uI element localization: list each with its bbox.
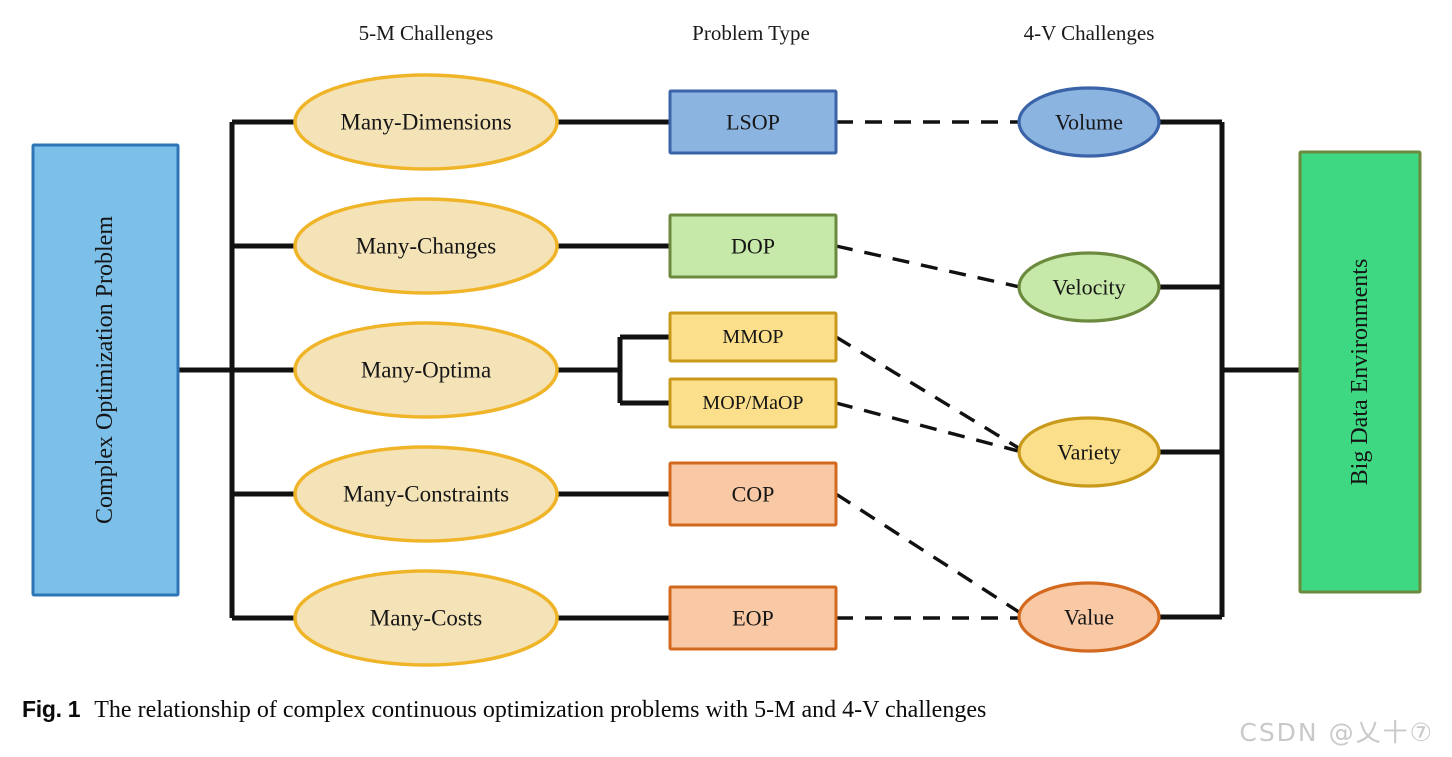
node-label: EOP — [732, 606, 774, 631]
node-label: Many-Constraints — [343, 482, 509, 507]
node-many-optima[interactable]: Many-Optima — [293, 321, 559, 419]
node-mmop[interactable]: MMOP — [668, 311, 838, 363]
ellipse-shape — [1017, 86, 1161, 158]
figure-number: Fig. 1 — [22, 696, 81, 722]
column-header-problem-type: Problem Type — [692, 21, 810, 45]
column-header-4v: 4-V Challenges — [1024, 21, 1155, 45]
ellipse-shape — [293, 445, 559, 543]
sink-node-shape — [1298, 150, 1422, 594]
ellipse-shape — [1017, 416, 1161, 488]
node-dop[interactable]: DOP — [668, 213, 838, 279]
node-label: MMOP — [722, 326, 783, 348]
node-label: Many-Costs — [370, 606, 483, 631]
node-many-constraints[interactable]: Many-Constraints — [293, 445, 559, 543]
node-label: Volume — [1055, 110, 1123, 135]
node-label: DOP — [731, 234, 775, 259]
box-shape — [668, 585, 838, 651]
relationship-diagram: 5-M Challenges Problem Type 4-V Challeng… — [31, 21, 1422, 667]
node-label: Many-Dimensions — [340, 110, 511, 135]
ellipse-shape — [293, 569, 559, 667]
node-mop-maop[interactable]: MOP/MaOP — [668, 377, 838, 429]
node-many-costs[interactable]: Many-Costs — [293, 569, 559, 667]
node-lsop[interactable]: LSOP — [668, 89, 838, 155]
node-many-changes[interactable]: Many-Changes — [293, 197, 559, 295]
node-label: Variety — [1057, 440, 1121, 465]
node-label: LSOP — [726, 110, 780, 135]
node-label: COP — [732, 482, 775, 507]
left-bracket-connectors — [178, 119, 300, 621]
dashed-link-mop-maop-to-variety — [835, 401, 1023, 454]
node-cop[interactable]: COP — [668, 461, 838, 527]
figure-caption-text: The relationship of complex continuous o… — [94, 697, 987, 723]
ellipse-shape — [293, 197, 559, 295]
ellipse-shape — [1017, 251, 1161, 323]
node-many-dimensions[interactable]: Many-Dimensions — [293, 73, 559, 171]
node-eop[interactable]: EOP — [668, 585, 838, 651]
node-label: Many-Optima — [361, 358, 491, 383]
middle-connectors — [552, 119, 670, 621]
node-volume[interactable]: Volume — [1017, 86, 1161, 158]
sink-node-label: Big Data Environments — [1347, 259, 1373, 486]
dashed-link-dop-to-velocity — [835, 244, 1021, 289]
ellipse-shape — [1017, 581, 1161, 653]
column-header-5m: 5-M Challenges — [359, 21, 494, 45]
dashed-link-layer — [835, 120, 1023, 620]
figure-caption: Fig. 1 The relationship of complex conti… — [22, 696, 1432, 740]
five-m-challenge-layer: Many-DimensionsMany-ChangesMany-OptimaMa… — [293, 73, 559, 667]
source-node-shape — [31, 143, 180, 597]
node-velocity[interactable]: Velocity — [1017, 251, 1161, 323]
ellipse-shape — [293, 73, 559, 171]
box-shape — [668, 311, 838, 363]
node-label: Value — [1064, 605, 1114, 630]
dashed-link-cop-to-value — [835, 492, 1023, 616]
node-variety[interactable]: Variety — [1017, 416, 1161, 488]
node-big-data-environments[interactable]: Big Data Environments — [1298, 150, 1422, 594]
dashed-link-mmop-to-variety — [835, 335, 1023, 452]
source-node-label: Complex Optimization Problem — [92, 216, 118, 524]
node-label: MOP/MaOP — [702, 392, 803, 414]
ellipse-shape — [293, 321, 559, 419]
problem-type-layer: LSOP DOP MMOP MOP/MaOP COP EOP — [668, 89, 838, 651]
box-shape — [668, 377, 838, 429]
box-shape — [668, 461, 838, 527]
node-label: Many-Changes — [356, 234, 497, 259]
box-shape — [668, 213, 838, 279]
node-value[interactable]: Value — [1017, 581, 1161, 653]
box-shape — [668, 89, 838, 155]
node-complex-optimization-problem[interactable]: Complex Optimization Problem — [31, 143, 180, 597]
right-bracket-connectors — [1158, 119, 1300, 620]
node-label: Velocity — [1052, 275, 1125, 300]
